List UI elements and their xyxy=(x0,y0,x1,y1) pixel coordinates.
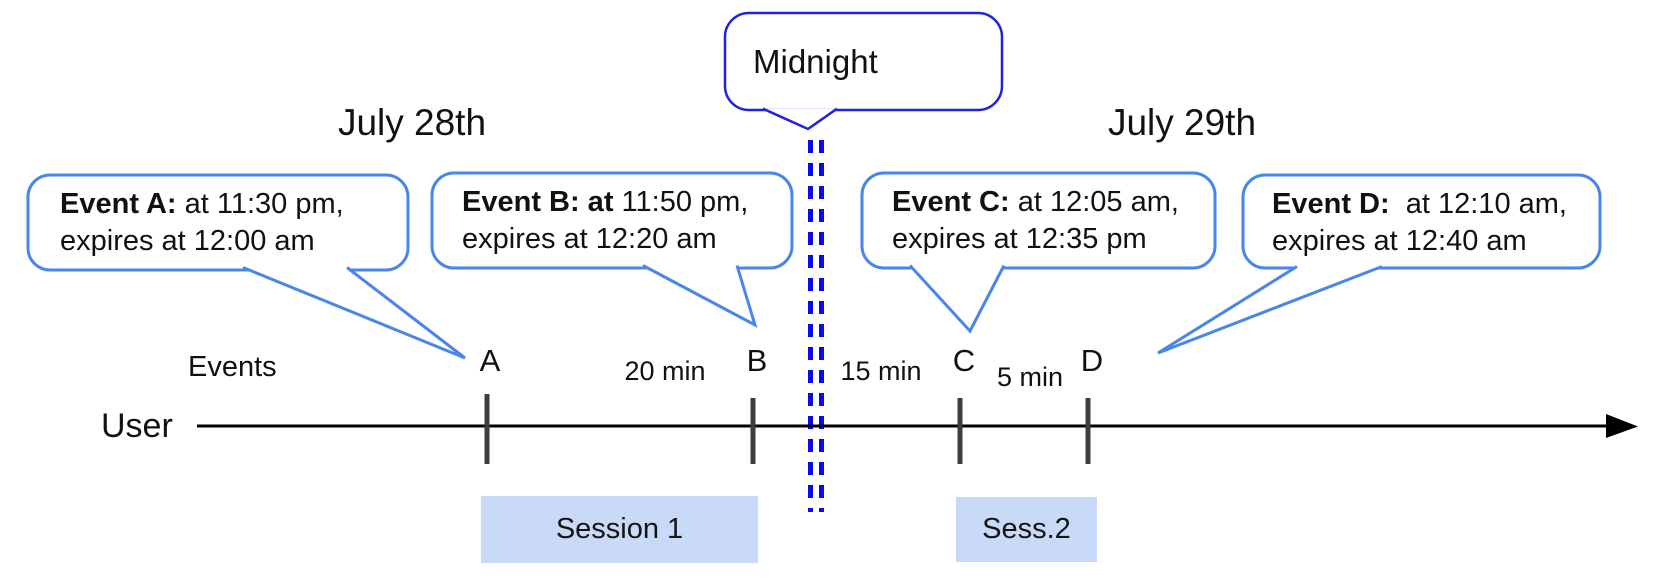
tick-label-c: C xyxy=(952,343,976,378)
interval-label-5min: 5 min xyxy=(996,362,1064,392)
interval-label-15min: 15 min xyxy=(840,356,922,386)
callout-shape-event-d xyxy=(1157,173,1602,355)
session-1-box: Session 1 xyxy=(481,496,758,563)
session-2-box: Sess.2 xyxy=(956,497,1097,562)
event-b-expiry: expires at 12:20 am xyxy=(462,223,717,255)
event-b-callout-text: Event B: at 11:50 pm, expires at 12:20 a… xyxy=(462,184,748,258)
callout-shape-midnight xyxy=(723,11,1004,131)
timeline-arrowhead-icon xyxy=(1606,414,1638,438)
callout-shape-event-c xyxy=(860,171,1217,334)
date-right-label: July 29th xyxy=(1107,102,1257,143)
tick-label-d: D xyxy=(1080,343,1104,378)
event-c-callout-text: Event C: at 12:05 am, expires at 12:35 p… xyxy=(892,184,1179,258)
event-c-name: Event C: xyxy=(892,186,1010,218)
event-a-name: Event A: xyxy=(60,188,177,220)
event-d-time: at 12:10 am, xyxy=(1389,188,1567,220)
session-2-label: Sess.2 xyxy=(982,513,1071,545)
callout-shape-event-b xyxy=(430,171,794,329)
session-1-label: Session 1 xyxy=(555,513,684,545)
interval-label-20min: 20 min xyxy=(624,356,706,386)
event-a-callout-text: Event A: at 11:30 pm, expires at 12:00 a… xyxy=(60,186,344,260)
event-c-expiry: expires at 12:35 pm xyxy=(892,223,1147,255)
events-label: Events xyxy=(188,351,277,383)
event-c-time: at 12:05 am, xyxy=(1009,186,1179,218)
tick-label-b: B xyxy=(746,343,768,378)
event-b-name: Event B: at xyxy=(462,186,614,218)
midnight-label: Midnight xyxy=(753,43,878,80)
event-d-expiry: expires at 12:40 am xyxy=(1272,225,1527,257)
user-label: User xyxy=(101,407,173,445)
callout-shape-event-a xyxy=(26,173,466,360)
event-a-time: at 11:30 pm, xyxy=(176,188,344,220)
event-d-callout-text: Event D: at 12:10 am, expires at 12:40 a… xyxy=(1272,186,1567,260)
tick-label-a: A xyxy=(479,343,501,378)
date-left-label: July 28th xyxy=(337,102,487,143)
event-b-time: 11:50 pm, xyxy=(613,186,749,218)
event-d-name: Event D: xyxy=(1272,188,1390,220)
event-a-expiry: expires at 12:00 am xyxy=(60,225,315,257)
